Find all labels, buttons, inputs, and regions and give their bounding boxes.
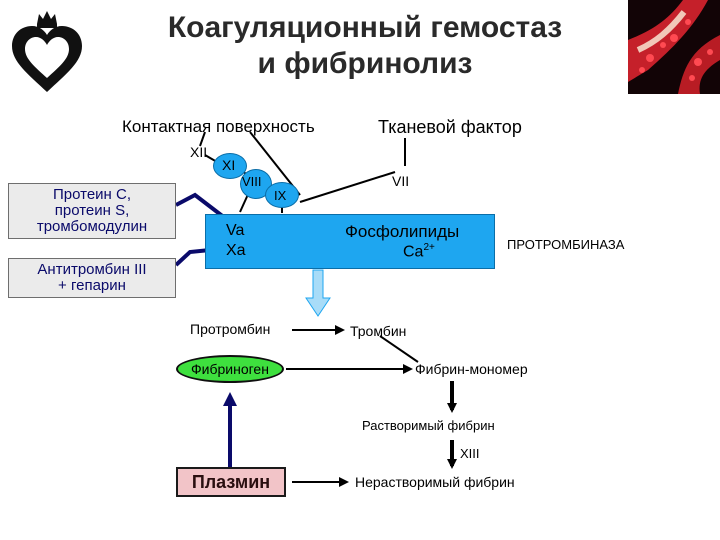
label-thrombin: Тромбин	[350, 323, 407, 339]
label-factor-xii: XII	[190, 144, 208, 160]
label-calcium-symbol: Ca	[403, 243, 424, 261]
arrow-vii-to-box	[299, 171, 396, 203]
label-fibrin-monomer: Фибрин-мономер	[415, 361, 528, 377]
title-line-1: Коагуляционный гемостаз	[167, 11, 563, 44]
fibrinogen-oval: Фибриноген	[176, 355, 284, 383]
oval-factor-xi	[213, 153, 247, 179]
label-factor-xiii: XIII	[460, 446, 480, 461]
arrow-thrombin-to-monomer	[379, 335, 419, 363]
arrow-contact-to-xii	[199, 131, 206, 147]
label-tissue-factor: Тканевой фактор	[378, 117, 522, 137]
label-calcium: Ca2+	[403, 242, 435, 261]
inhibitor-protein-c-line2: протеин S,	[54, 202, 130, 219]
inhibitor-antithrombin-line2: + гепарин	[58, 277, 126, 294]
inhibitor-protein-c-line1: Протеин С,	[52, 186, 131, 203]
label-factor-xi: XI	[222, 157, 236, 173]
label-prothrombin: Протромбин	[190, 321, 271, 337]
label-calcium-charge: 2+	[423, 242, 435, 253]
title-line-2: и фибринолиз	[257, 47, 473, 80]
inhibitor-line-protein-c	[175, 192, 227, 220]
label-factor-xa: Xa	[226, 242, 246, 259]
label-factor-ix: IX	[274, 188, 287, 203]
label-factor-viii: VIII	[242, 174, 262, 189]
slide-title: Коагуляционный гемостаз и фибринолиз	[130, 10, 600, 82]
blood-vessel-image	[628, 0, 720, 94]
label-prothrombinase: ПРОТРОМБИНАЗА	[507, 237, 625, 252]
heart-crown-logo	[12, 11, 82, 92]
prothrombinase-complex-box	[205, 214, 495, 269]
label-soluble-fibrin: Растворимый фибрин	[362, 418, 495, 433]
label-contact-surface: Контактная поверхность	[122, 117, 315, 136]
inhibitor-box-protein-c: Протеин С, протеин S, тромбомодулин	[8, 183, 176, 239]
box-down-arrow	[305, 269, 331, 317]
inhibitor-protein-c-line3: тромбомодулин	[36, 218, 148, 235]
label-phospholipids: Фосфолипиды	[345, 222, 460, 241]
plasmin-box: Плазмин	[176, 467, 286, 497]
label-factor-va: Va	[226, 222, 245, 239]
label-factor-vii: VII	[392, 173, 410, 189]
label-insoluble-fibrin: Нерастворимый фибрин	[355, 474, 515, 490]
inhibitor-line-antithrombin	[174, 248, 211, 267]
inhibitor-box-antithrombin: Антитромбин III + гепарин	[8, 258, 176, 298]
inhibitor-antithrombin-line1: Антитромбин III	[37, 261, 147, 278]
oval-factor-ix	[265, 182, 299, 208]
